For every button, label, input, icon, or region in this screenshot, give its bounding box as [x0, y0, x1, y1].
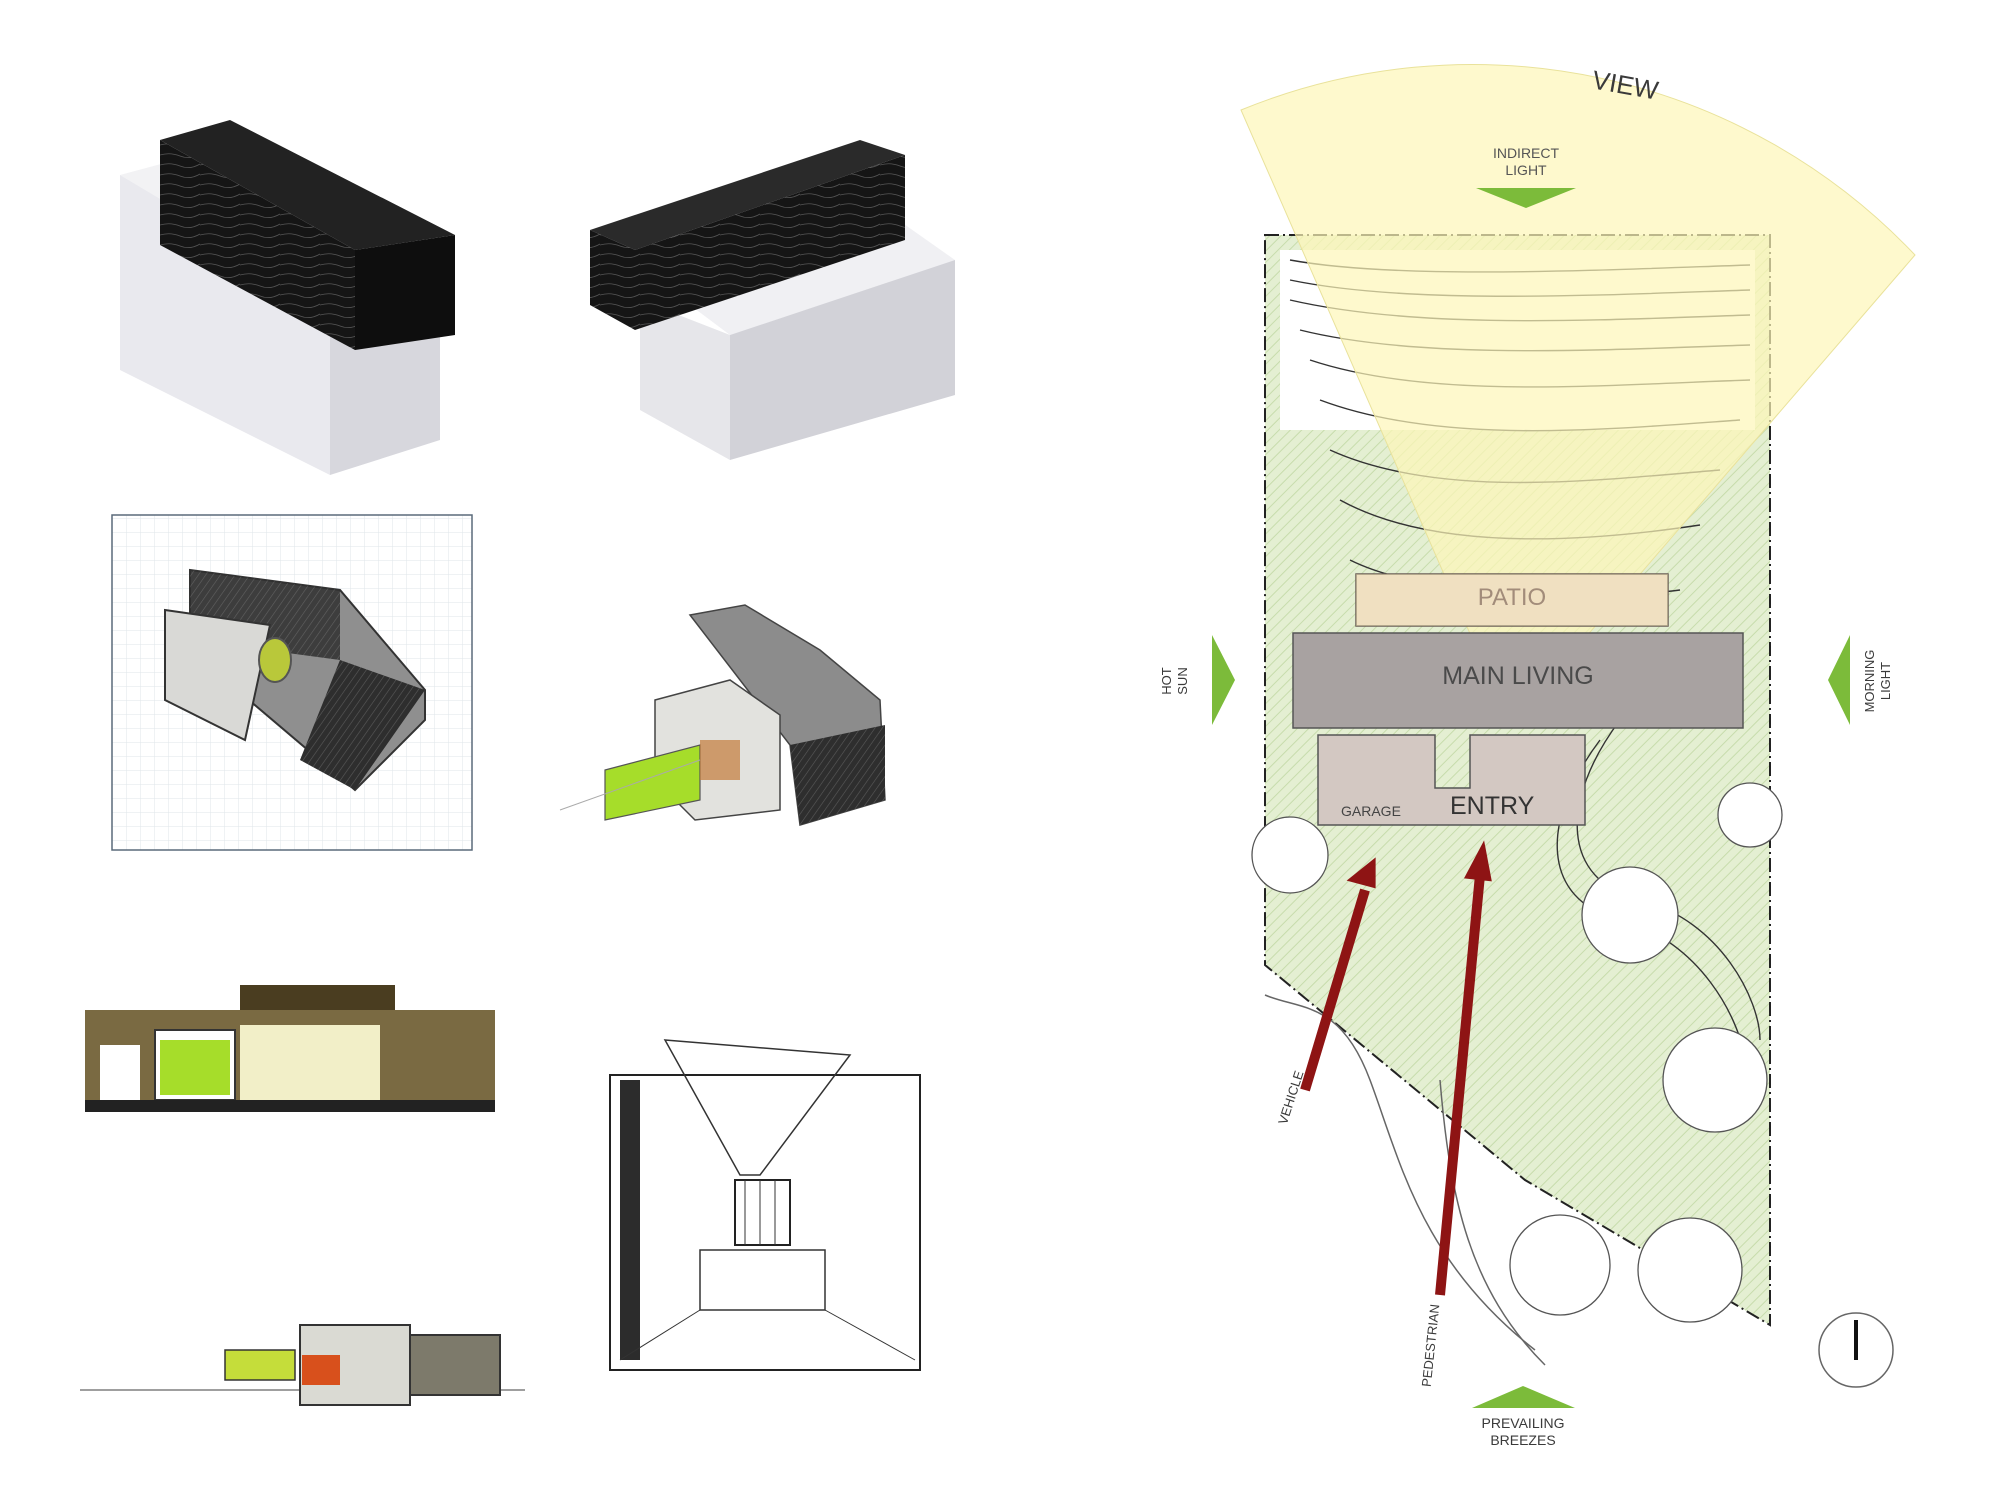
- indirect-light-arrow: [1476, 188, 1576, 208]
- hot-sun-arrow: [1212, 635, 1235, 725]
- main-living-label: MAIN LIVING: [1442, 662, 1594, 690]
- site-plan: [1212, 64, 1916, 1408]
- morning-light-label: MORNING LIGHT: [1862, 649, 1893, 713]
- pedestrian-arrow: [1435, 840, 1492, 1296]
- hot-sun-label: HOT SUN: [1159, 667, 1190, 695]
- north-arrow-icon: [1818, 1312, 1894, 1388]
- tree: [1581, 866, 1679, 964]
- interior-perspective-sketch: [609, 1039, 921, 1371]
- morning-light-arrow: [1828, 635, 1850, 725]
- patio-label: PATIO: [1477, 584, 1547, 611]
- indirect-light-label: INDIRECT LIGHT: [1492, 145, 1560, 178]
- massing-model-right: [590, 140, 955, 460]
- tree: [1509, 1214, 1611, 1316]
- tree: [1637, 1217, 1743, 1323]
- massing-model-left: [120, 120, 455, 475]
- entry-label: ENTRY: [1450, 792, 1535, 820]
- tree: [1717, 782, 1783, 848]
- plan-sketch: [80, 1324, 525, 1406]
- prevailing-breezes-arrow: [1472, 1386, 1575, 1408]
- prevailing-breezes-label: PREVAILING BREEZES: [1481, 1415, 1565, 1448]
- section-sketch: [85, 985, 495, 1112]
- perspective-sketch-one: [111, 514, 473, 851]
- tree: [1662, 1027, 1768, 1133]
- perspective-sketch-two: [559, 604, 886, 826]
- garage-label: GARAGE: [1341, 803, 1401, 819]
- vehicle-arrow: [1300, 857, 1376, 1092]
- tree: [1251, 816, 1329, 894]
